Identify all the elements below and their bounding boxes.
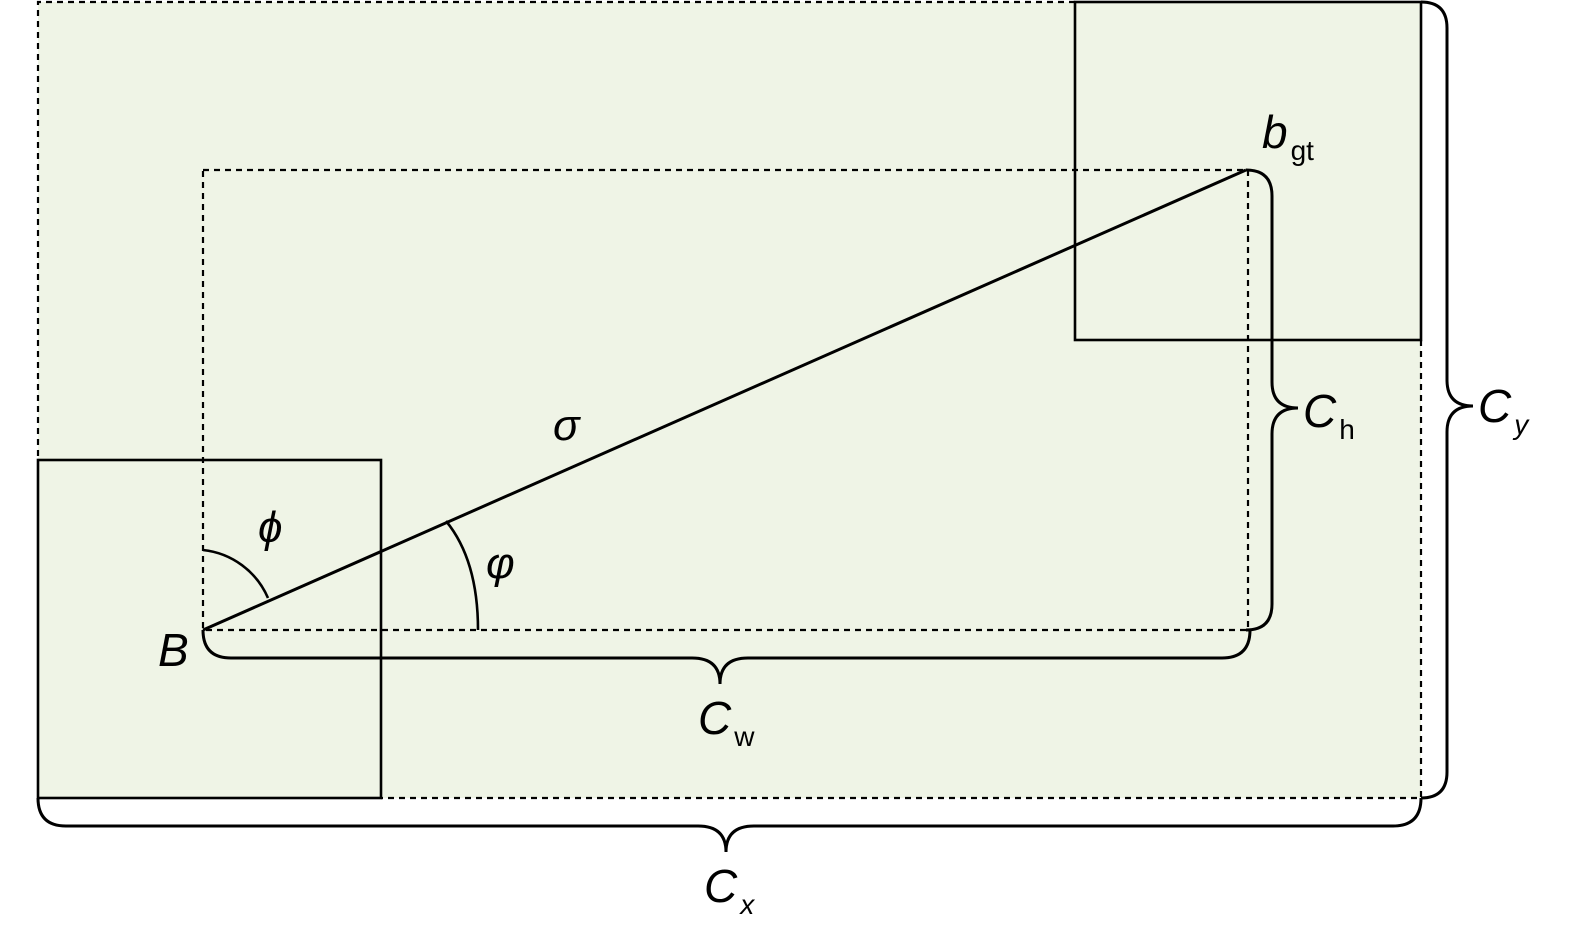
label-c-h-main: C xyxy=(1303,385,1337,437)
label-c-w-main: C xyxy=(698,692,732,744)
enclosing-box-dashed xyxy=(36,0,1075,460)
label-c-w-sub: w xyxy=(733,721,755,752)
center-distance-line xyxy=(202,168,1247,632)
label-c-x-main: C xyxy=(704,860,738,912)
label-c-y-sub: y xyxy=(1512,409,1530,440)
label-c-h-sub: h xyxy=(1339,414,1355,445)
label-phi: ϕ xyxy=(258,503,282,552)
label-sigma: σ xyxy=(553,401,581,450)
label-B: B xyxy=(158,624,189,676)
center-distance-rect xyxy=(201,168,1250,632)
brace-c-y xyxy=(1420,0,1474,800)
label-c-x-sub: x xyxy=(738,889,755,920)
label-c-y-main: C xyxy=(1478,380,1512,432)
angle-arc-varphi xyxy=(444,520,480,631)
brace-c-x xyxy=(36,797,1423,853)
predicted-box xyxy=(36,458,383,800)
ground-truth-box xyxy=(1073,0,1423,342)
brace-c-h xyxy=(1245,168,1299,632)
brace-c-w xyxy=(201,629,1252,685)
enclosing-region-fill xyxy=(38,2,1421,798)
label-b-gt-main: b xyxy=(1262,106,1288,158)
label-varphi: φ xyxy=(486,539,515,588)
label-b-gt-sub: gt xyxy=(1291,135,1315,166)
angle-arc-phi xyxy=(202,548,270,599)
